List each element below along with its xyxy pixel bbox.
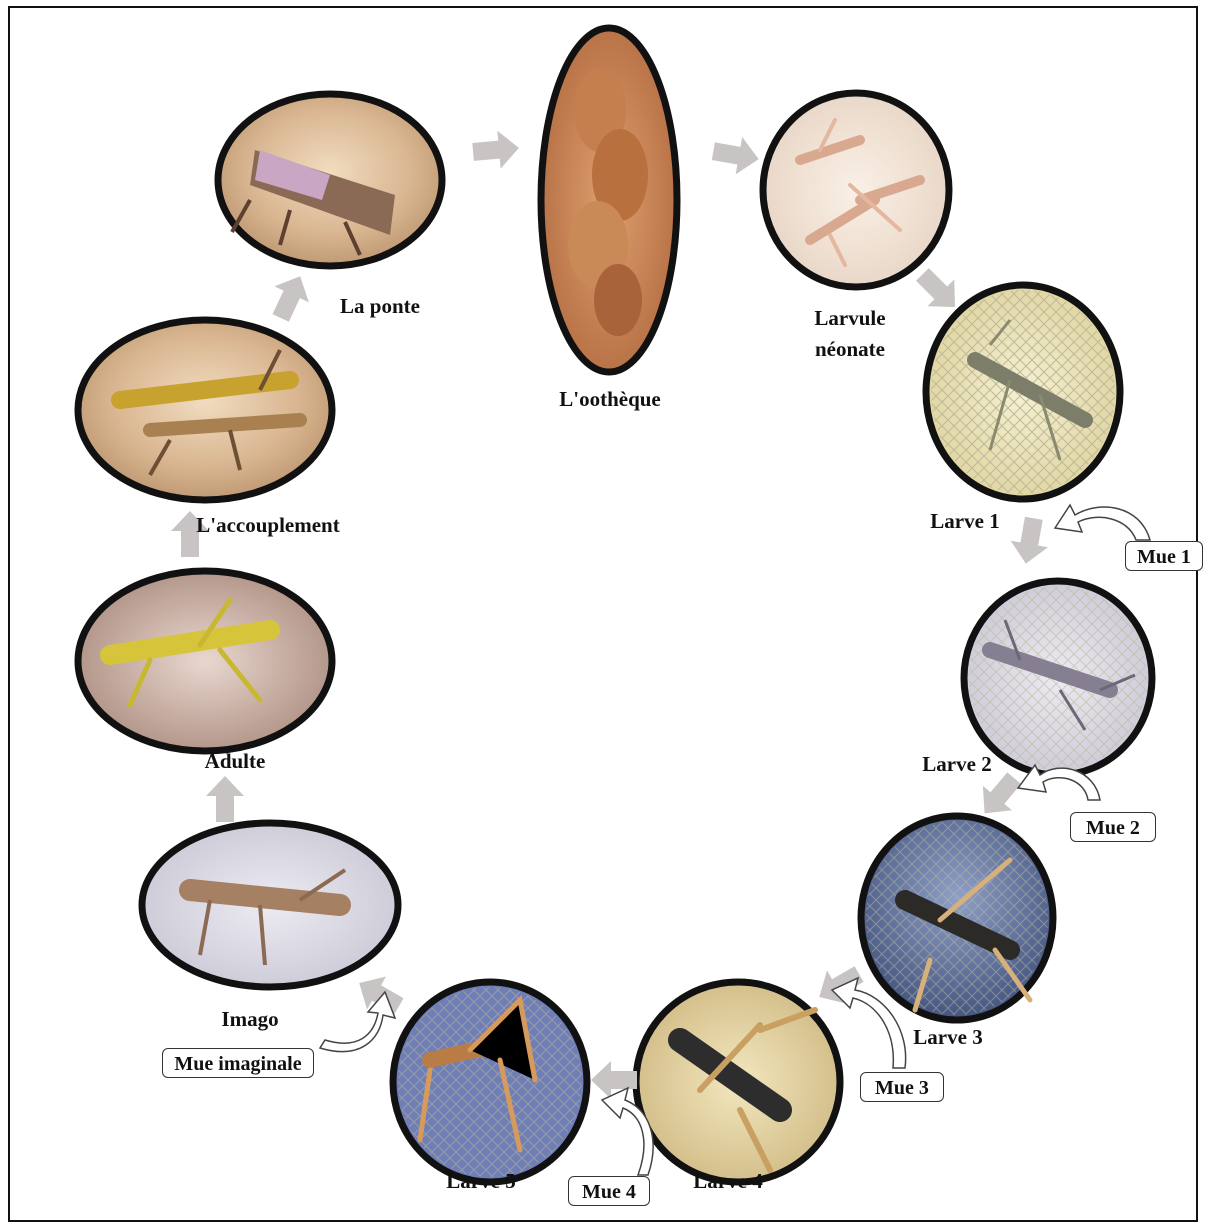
photo-larva-5: [393, 982, 587, 1182]
photo-neonate-larvae: [763, 93, 949, 287]
photo-larva-1: [926, 285, 1120, 499]
label-larva-5: Larve 5: [426, 1166, 536, 1196]
photo-egg-laying: [218, 94, 442, 266]
arrow-larve4-to-larve5: [591, 1061, 637, 1099]
molt-box-2: Mue 2: [1070, 812, 1156, 842]
photo-larva-3: [861, 816, 1053, 1020]
molt-box-imaginale: Mue imaginale: [162, 1048, 314, 1078]
arrow-larve3-to-larve4: [810, 958, 869, 1014]
arrow-ootheque-to-neonate: [710, 132, 762, 177]
label-neonate-larva: Larvule néonate: [790, 303, 910, 365]
photo-egg-pod: [541, 28, 677, 372]
photo-adult: [78, 571, 332, 751]
label-larva-3: Larve 3: [893, 1022, 1003, 1052]
photo-larva-4: [636, 982, 840, 1182]
label-adult: Adulte: [180, 746, 290, 776]
label-mating: L'accouplement: [178, 510, 358, 540]
photo-larva-2: [964, 581, 1152, 775]
molt-box-3: Mue 3: [860, 1072, 944, 1102]
photo-mating: [78, 320, 332, 500]
label-imago: Imago: [195, 1004, 305, 1034]
arrow-ponte-to-ootheque: [471, 129, 520, 171]
label-egg-pod: L'oothèque: [540, 384, 680, 414]
label-larva-1: Larve 1: [910, 506, 1020, 536]
arrow-imago-to-adulte: [206, 776, 244, 822]
molt-arrow-imaginale: [320, 992, 395, 1052]
arrow-accouplement-to-ponte: [263, 268, 317, 326]
molt-arrow-1: [1055, 505, 1150, 540]
molt-box-1: Mue 1: [1125, 541, 1203, 571]
photo-imago: [142, 823, 398, 987]
label-larva-4: Larve 4: [673, 1166, 783, 1196]
label-egg-laying: La ponte: [340, 291, 420, 322]
molt-box-4: Mue 4: [568, 1176, 650, 1206]
label-larva-2: Larve 2: [902, 749, 1012, 779]
